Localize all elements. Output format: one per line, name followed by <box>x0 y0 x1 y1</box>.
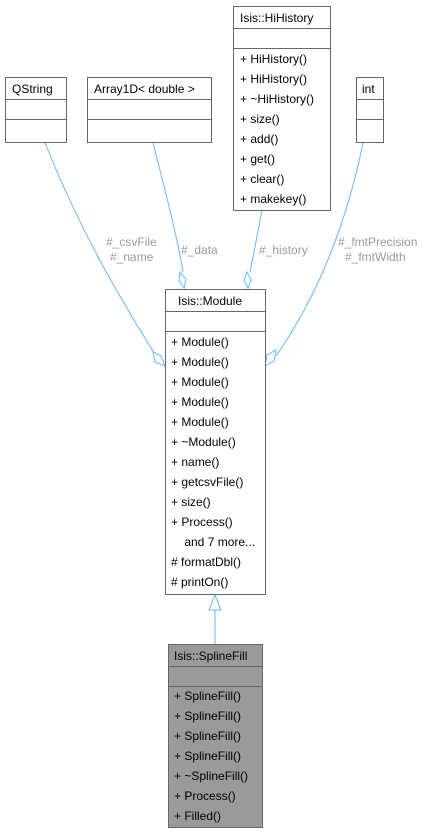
edge-label-history: #_history <box>259 243 308 257</box>
class-box-hihistory: Isis::HiHistory + HiHistory() + HiHistor… <box>233 6 331 211</box>
method-item: + HiHistory() <box>240 72 307 86</box>
edge-label-fmtprecision: #_fmtPrecision <box>338 235 417 249</box>
class-box-splinefill: Isis::SplineFill + SplineFill() + Spline… <box>168 644 263 828</box>
edge-label-fmtwidth: #_fmtWidth <box>345 250 406 264</box>
method-item: + Process() <box>171 515 233 529</box>
method-item: + Module() <box>171 395 229 409</box>
method-item: + ~HiHistory() <box>240 92 314 106</box>
method-item: + Filled() <box>174 809 221 823</box>
method-item: + SplineFill() <box>174 709 241 723</box>
method-item: + Module() <box>171 375 229 389</box>
class-box-int: int <box>356 77 384 143</box>
class-title: Array1D< double > <box>94 82 195 96</box>
edge-label-csvfile: #_csvFile <box>106 235 157 249</box>
aggregation-diamond-hihistory <box>243 270 252 290</box>
method-item: + Module() <box>171 415 229 429</box>
edge-hihistory-module <box>249 209 263 273</box>
method-item: # formatDbl() <box>171 555 241 569</box>
method-item: + get() <box>240 152 275 166</box>
method-item: # printOn() <box>171 575 228 589</box>
class-title: Isis::SplineFill <box>174 649 247 663</box>
method-item: and 7 more... <box>171 535 255 549</box>
class-title: QString <box>12 82 53 96</box>
aggregation-diamond-array1d <box>178 270 187 290</box>
method-item: + clear() <box>240 172 284 186</box>
class-box-qstring: QString <box>5 77 67 143</box>
class-box-module: Isis::Module + Module() + Module() + Mod… <box>165 289 266 595</box>
edge-qstring-module <box>44 142 157 357</box>
method-item: + ~Module() <box>171 435 236 449</box>
aggregation-diamond-int <box>264 349 277 367</box>
method-item: + SplineFill() <box>174 689 241 703</box>
method-item: + name() <box>171 455 219 469</box>
method-item: + SplineFill() <box>174 729 241 743</box>
method-item: + makekey() <box>240 192 306 206</box>
class-title: Isis::Module <box>178 294 242 308</box>
edge-label-name: #_name <box>110 250 154 264</box>
method-item: + SplineFill() <box>174 749 241 763</box>
method-item: + getcsvFile() <box>171 475 243 489</box>
method-item: + add() <box>240 132 278 146</box>
class-title: Isis::HiHistory <box>240 11 313 25</box>
method-item: + HiHistory() <box>240 52 307 66</box>
method-item: + Module() <box>171 355 229 369</box>
class-box-array1d: Array1D< double > <box>87 77 212 143</box>
method-item: + size() <box>171 495 211 509</box>
method-item: + size() <box>240 112 280 126</box>
edge-label-data: #_data <box>181 243 218 257</box>
method-item: + ~SplineFill() <box>174 769 248 783</box>
method-item: + Module() <box>171 335 229 349</box>
class-title: int <box>362 82 375 96</box>
inheritance-arrow <box>208 593 222 611</box>
aggregation-diamond-qstring <box>152 351 166 367</box>
edge-int-module <box>275 142 364 357</box>
method-item: + Process() <box>174 789 236 803</box>
edge-array1d-module <box>152 142 184 273</box>
